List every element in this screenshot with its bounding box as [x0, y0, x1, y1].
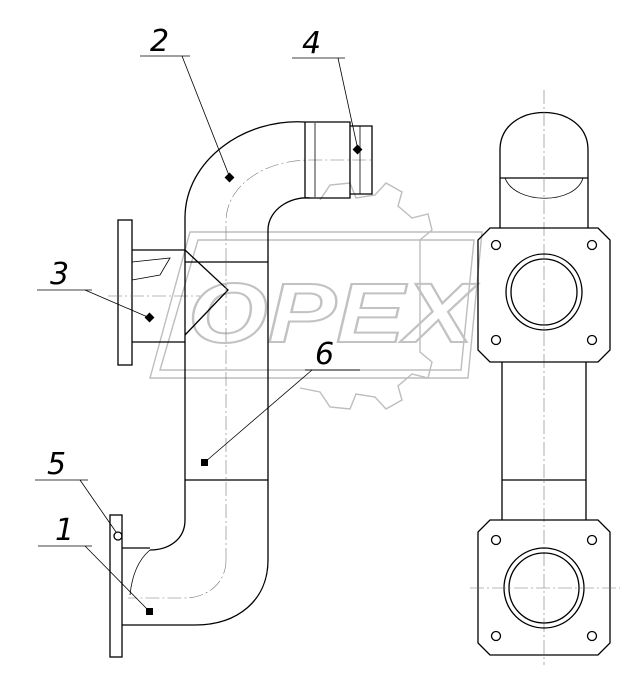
bottom-flange-neck	[122, 547, 150, 626]
callout-marker	[146, 608, 153, 615]
callout-number: 4	[302, 26, 321, 61]
lower-flange-bolt-hole	[490, 630, 502, 642]
callout-6: 6	[201, 337, 360, 466]
callout-leader	[84, 289, 151, 319]
outlet-tube	[305, 121, 351, 199]
upper-flange-bolt-hole	[586, 239, 598, 251]
callout-leader	[181, 55, 231, 179]
top-bend-centerline	[225, 159, 372, 262]
left-pipe-assembly	[108, 121, 373, 658]
callout-5: 5	[35, 447, 117, 533]
callout-leader	[79, 479, 117, 533]
callout-leader	[337, 57, 359, 151]
bottom-flange	[109, 514, 123, 658]
flange-bolt-5	[113, 531, 123, 541]
branch-section-hatch	[131, 257, 171, 281]
callout-marker	[224, 172, 235, 183]
bottom-bend-centerline	[128, 559, 227, 599]
watermark-badge-inner	[159, 239, 475, 371]
callout-number: 3	[50, 257, 69, 292]
callout-4: 4	[292, 26, 363, 155]
callout-leader	[204, 369, 313, 463]
side-flange	[117, 219, 133, 366]
callout-marker	[352, 144, 363, 155]
callout-number: 2	[150, 24, 169, 59]
callout-2: 2	[140, 24, 235, 183]
outlet-collar	[350, 125, 373, 195]
upper-flange-bolt-hole	[490, 239, 502, 251]
watermark-logo: OPEX	[149, 182, 483, 410]
bottom-bend-section	[129, 549, 151, 596]
watermark-gear	[299, 182, 433, 410]
lower-flange-bolt-hole	[586, 630, 598, 642]
callout-1: 1	[38, 513, 153, 615]
callout-3: 3	[37, 257, 155, 323]
bottom-bend-outer	[128, 480, 269, 626]
bottom-bend-inner	[149, 480, 186, 551]
right-pipe-top-arc	[504, 177, 584, 199]
lower-square-flange	[477, 519, 611, 656]
lower-flange-bolt-hole	[586, 534, 598, 546]
upper-flange-bolt-hole	[490, 334, 502, 346]
callout-number: 5	[47, 447, 66, 482]
side-branch	[132, 249, 185, 343]
watermark-badge-outer	[149, 231, 483, 379]
upper-flange-bore-inner	[510, 258, 578, 326]
upper-flange-bore	[505, 253, 583, 331]
branch-cone	[184, 249, 229, 336]
upper-square-flange	[477, 227, 611, 363]
lower-flange-bolt-hole	[490, 534, 502, 546]
callout-number: 1	[55, 513, 74, 548]
callout-marker	[201, 459, 208, 466]
top-bend-outer	[184, 121, 306, 262]
top-bend-inner	[267, 197, 311, 262]
right-pipe-assembly	[470, 90, 620, 665]
watermark-text: OPEX	[188, 266, 479, 360]
callout-number: 6	[315, 337, 334, 372]
callout-leader	[84, 545, 151, 613]
upper-flange-bolt-hole	[586, 334, 598, 346]
callout-marker	[144, 312, 155, 323]
